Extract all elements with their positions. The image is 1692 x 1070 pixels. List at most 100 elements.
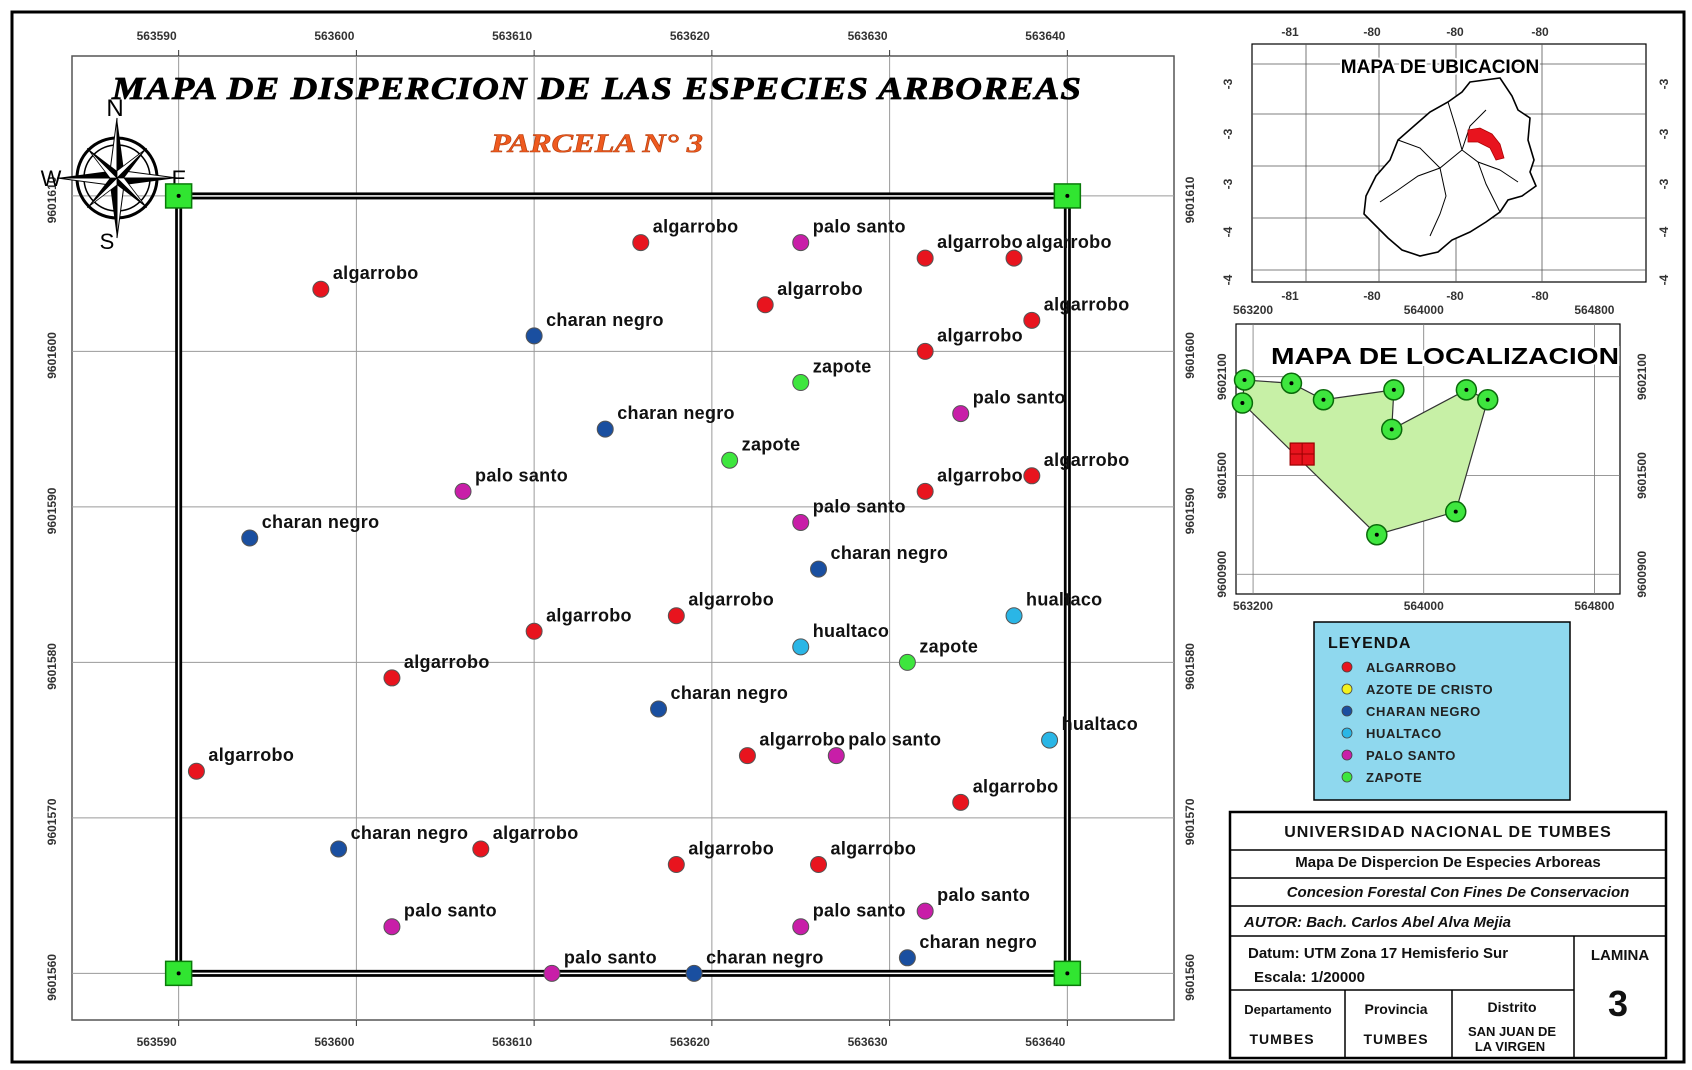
tree-point[interactable]: algarrobo	[472, 823, 579, 858]
north-arrow-icon: N S E W	[41, 95, 187, 254]
tree-point[interactable]: charan negro	[810, 543, 949, 578]
tree-point[interactable]: palo santo	[827, 730, 941, 765]
tree-marker-11[interactable]	[596, 420, 614, 438]
tree-point[interactable]: charan negro	[241, 512, 380, 547]
coordinate-tick-labels: 5635905635905636005636005636105636105636…	[45, 29, 1197, 1049]
tree-point[interactable]: algarrobo	[312, 263, 419, 298]
tree-point[interactable]: zapote	[792, 357, 872, 392]
tree-marker-5[interactable]	[756, 296, 774, 314]
tree-point[interactable]: palo santo	[383, 901, 497, 936]
concession-vertex-center-9	[1240, 401, 1245, 406]
tree-marker-26[interactable]	[1041, 731, 1059, 749]
tb-university: UNIVERSIDAD NACIONAL DE TUMBES	[1284, 824, 1612, 841]
tree-point[interactable]: palo santo	[916, 885, 1030, 920]
tb-dept-value: TUMBES	[1249, 1031, 1314, 1047]
x-tick-label-0-bottom: 563590	[137, 1035, 177, 1049]
tree-marker-7[interactable]	[525, 327, 543, 345]
tree-marker-25[interactable]	[650, 700, 668, 718]
tree-marker-15[interactable]	[454, 482, 472, 500]
tree-marker-12[interactable]	[721, 451, 739, 469]
tree-marker-39[interactable]	[543, 964, 561, 982]
tree-label-19: algarrobo	[688, 590, 774, 610]
tree-label-0: algarrobo	[653, 217, 739, 237]
tree-marker-35[interactable]	[916, 902, 934, 920]
tree-marker-28[interactable]	[827, 747, 845, 765]
tree-point[interactable]: hualtaco	[792, 621, 889, 656]
x-tick-label-2-bottom: 563610	[492, 1035, 532, 1049]
tree-marker-40[interactable]	[685, 964, 703, 982]
tb-dist-value-2: LA VIRGEN	[1475, 1039, 1545, 1054]
tree-marker-19[interactable]	[667, 607, 685, 625]
tree-point[interactable]: palo santo	[543, 947, 657, 982]
tree-marker-20[interactable]	[1005, 607, 1023, 625]
tree-marker-18[interactable]	[810, 560, 828, 578]
tree-point[interactable]: charan negro	[685, 947, 824, 982]
tree-point[interactable]: charan negro	[525, 310, 664, 345]
ubicacion-tick-yr-5: -4	[1657, 274, 1671, 285]
tree-point[interactable]: algarrobo	[916, 465, 1023, 500]
tree-marker-8[interactable]	[916, 342, 934, 360]
compass-s: S	[100, 229, 115, 254]
main-map-border	[71, 55, 1175, 1021]
plot-boundary-inner	[177, 195, 1069, 975]
tree-point[interactable]: algarrobo	[916, 325, 1023, 360]
tree-marker-27[interactable]	[738, 747, 756, 765]
tree-marker-22[interactable]	[792, 638, 810, 656]
tree-marker-13[interactable]	[1023, 467, 1041, 485]
tree-point[interactable]: hualtaco	[1041, 714, 1138, 749]
tree-point[interactable]: algarrobo	[525, 605, 632, 640]
tree-marker-33[interactable]	[667, 856, 685, 874]
tree-point[interactable]: algarrobo	[187, 745, 294, 780]
tree-marker-16[interactable]	[792, 513, 810, 531]
tree-marker-14[interactable]	[916, 482, 934, 500]
tree-point[interactable]: algarrobo	[667, 590, 774, 625]
tree-point[interactable]: charan negro	[898, 932, 1037, 967]
tree-marker-1[interactable]	[792, 234, 810, 252]
tree-point[interactable]: algarrobo	[810, 839, 917, 874]
tree-point[interactable]: charan negro	[596, 403, 735, 438]
tree-marker-6[interactable]	[1023, 311, 1041, 329]
tree-marker-24[interactable]	[383, 669, 401, 687]
tree-marker-38[interactable]	[898, 949, 916, 967]
tree-point[interactable]: algarrobo	[916, 232, 1023, 267]
tree-point[interactable]: algarrobo	[738, 730, 845, 765]
tree-point[interactable]: palo santo	[792, 217, 906, 252]
tree-marker-9[interactable]	[792, 374, 810, 392]
tree-point[interactable]: palo santo	[792, 496, 906, 531]
tree-point[interactable]: palo santo	[952, 388, 1066, 423]
tree-marker-23[interactable]	[898, 653, 916, 671]
tree-point[interactable]: algarrobo	[1005, 232, 1112, 267]
tree-marker-29[interactable]	[187, 762, 205, 780]
tree-marker-21[interactable]	[525, 622, 543, 640]
concession-vertex-center-4	[1389, 427, 1394, 432]
tree-point[interactable]: palo santo	[454, 465, 568, 500]
tree-point[interactable]: algarrobo	[383, 652, 490, 687]
tree-marker-32[interactable]	[472, 840, 490, 858]
tree-marker-31[interactable]	[330, 840, 348, 858]
tree-point[interactable]: algarrobo	[1023, 450, 1130, 485]
tree-marker-17[interactable]	[241, 529, 259, 547]
tree-point[interactable]: algarrobo	[756, 279, 863, 314]
tree-point[interactable]: algarrobo	[1023, 294, 1130, 329]
tree-marker-36[interactable]	[383, 918, 401, 936]
tree-point[interactable]: algarrobo	[632, 217, 739, 252]
tree-point[interactable]: charan negro	[650, 683, 789, 718]
tree-marker-34[interactable]	[810, 856, 828, 874]
tree-point[interactable]: algarrobo	[952, 776, 1059, 811]
legend-label-4: PALO SANTO	[1366, 748, 1456, 763]
tree-point[interactable]: charan negro	[330, 823, 469, 858]
concession-vertex-center-5	[1464, 387, 1469, 392]
tree-marker-10[interactable]	[952, 405, 970, 423]
tree-point[interactable]: algarrobo	[667, 839, 774, 874]
tree-marker-4[interactable]	[312, 280, 330, 298]
tree-point[interactable]: zapote	[721, 434, 801, 469]
tree-marker-3[interactable]	[1005, 249, 1023, 267]
tree-point[interactable]: zapote	[898, 636, 978, 671]
tree-marker-0[interactable]	[632, 234, 650, 252]
tree-marker-37[interactable]	[792, 918, 810, 936]
tree-point[interactable]: hualtaco	[1005, 590, 1102, 625]
legend-swatch-5	[1341, 771, 1353, 783]
tree-marker-2[interactable]	[916, 249, 934, 267]
tree-marker-30[interactable]	[952, 793, 970, 811]
tree-point[interactable]: palo santo	[792, 901, 906, 936]
